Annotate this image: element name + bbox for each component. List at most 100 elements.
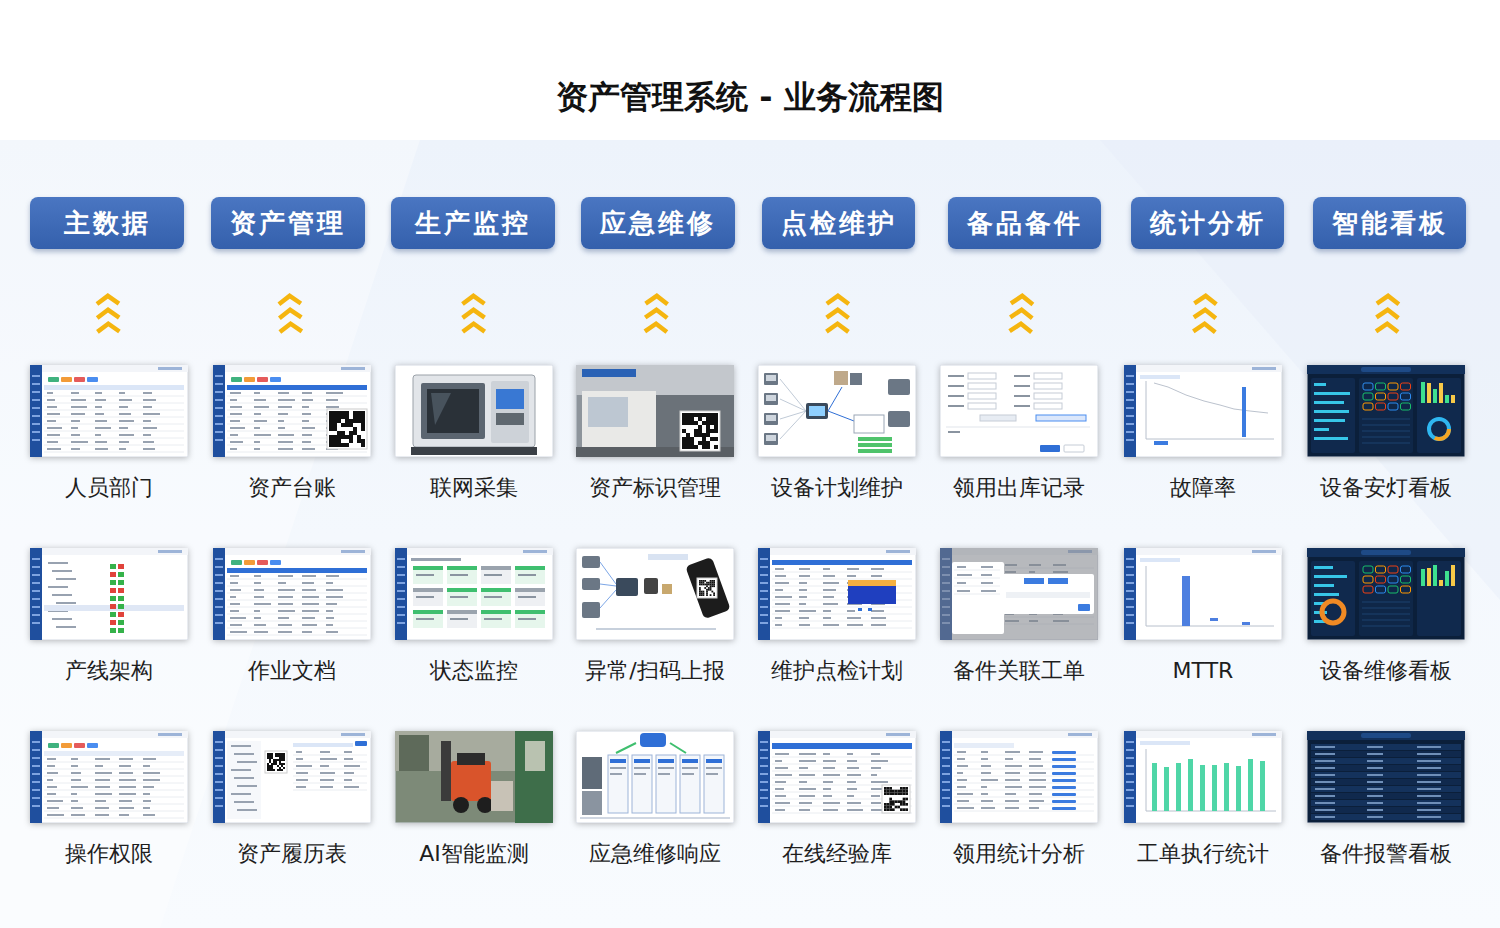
screenshot-detail (905, 808, 908, 811)
screenshot-card: 产线架构 (30, 548, 188, 688)
screenshot-detail (254, 413, 261, 415)
screenshot-detail (230, 434, 238, 436)
category-box: 点检维护 (762, 197, 915, 249)
screenshot-detail (450, 574, 468, 576)
screenshot-detail (858, 437, 892, 441)
screenshot-detail (713, 594, 715, 596)
screenshot-detail (699, 594, 701, 596)
screenshot-detail (44, 751, 184, 756)
screenshot-detail (87, 377, 98, 382)
screenshot-detail (968, 403, 996, 409)
screenshot-detail (302, 441, 311, 443)
screenshot-detail (56, 578, 76, 580)
screenshot-detail (447, 588, 477, 606)
screenshot-detail (1126, 415, 1134, 417)
screenshot-detail (1052, 772, 1076, 775)
screenshot-card: 设备安灯看板 (1307, 365, 1465, 505)
screenshot-detail (302, 448, 315, 450)
screenshot-detail (608, 755, 628, 813)
screenshot-detail (682, 759, 698, 763)
screenshot-detail (143, 406, 152, 408)
screenshot-detail (484, 618, 502, 620)
thumbnail-caption: 设备维修看板 (1287, 658, 1485, 684)
screenshot-detail (227, 593, 367, 594)
screenshot-detail (1401, 403, 1411, 410)
screenshot-detail (799, 774, 815, 776)
screenshot-detail (903, 803, 906, 806)
screenshot-detail (234, 753, 254, 755)
screenshot-detail (1210, 618, 1218, 621)
screenshot-detail (515, 610, 545, 628)
screenshot-detail (215, 789, 223, 791)
screenshot-detail (143, 420, 151, 422)
screenshot-detail (278, 448, 293, 450)
screenshot-detail (1315, 809, 1335, 811)
screenshot-detail (47, 392, 53, 394)
screenshot-detail (710, 594, 712, 596)
screenshot-detail (95, 772, 112, 774)
screenshot-detail (320, 786, 333, 788)
screenshot-detail (397, 598, 405, 600)
screenshot-frame (30, 548, 188, 640)
screenshot-detail (1314, 428, 1329, 431)
screenshot-detail (254, 399, 266, 401)
screenshot-detail (708, 589, 710, 591)
screenshot-detail (302, 624, 317, 626)
screenshot-detail (694, 413, 698, 417)
screenshot-detail (948, 395, 964, 397)
screenshot-detail (1002, 574, 1094, 614)
screenshot-detail (278, 617, 289, 619)
screenshot-detail (213, 548, 225, 640)
screenshot-detail (119, 434, 134, 436)
screenshot-detail (582, 757, 602, 789)
screenshot-detail (799, 610, 816, 612)
screenshot-detail (957, 779, 967, 781)
screenshot-detail (900, 790, 903, 793)
screenshot-detail (337, 411, 341, 415)
screenshot-detail (457, 753, 485, 765)
background-light (0, 140, 420, 928)
screenshot-detail (269, 767, 271, 769)
screenshot-detail (1029, 765, 1043, 767)
screenshot-detail (714, 421, 718, 425)
screenshot-detail (640, 733, 666, 747)
screenshot-detail (237, 809, 257, 811)
screenshot-detail (576, 365, 734, 395)
screenshot-detail (283, 753, 285, 755)
screenshot-detail (847, 617, 861, 619)
screenshot-detail (775, 774, 792, 776)
screenshot-detail (1126, 797, 1134, 799)
screenshot-detail (942, 805, 950, 807)
chevron-connector (655, 249, 658, 365)
screenshot-detail (981, 765, 991, 767)
screenshot-detail (1242, 622, 1250, 625)
screenshot-detail (337, 431, 341, 435)
screenshot-detail (447, 610, 477, 614)
screenshot-detail (847, 753, 853, 755)
screenshot-detail (760, 805, 768, 807)
screenshot-detail (281, 753, 283, 755)
screenshot-detail (143, 793, 150, 795)
screenshot-detail (889, 787, 892, 790)
screenshot-detail (118, 572, 124, 577)
screenshot-detail (230, 624, 242, 626)
screenshot-detail (215, 622, 223, 624)
chevron-connector (1386, 249, 1390, 365)
screenshot-detail (215, 590, 223, 592)
screenshot-detail (858, 443, 892, 447)
screenshot-detail (1314, 383, 1326, 386)
screenshot-detail (302, 399, 313, 401)
screenshot-detail (1126, 439, 1134, 441)
screenshot-thumbnail (395, 731, 553, 823)
screenshot-card: 备件报警看板 (1307, 731, 1465, 871)
screenshot-detail (1314, 566, 1333, 569)
screenshot-detail (143, 758, 156, 760)
screenshot-detail (616, 578, 638, 596)
screenshot-detail (1126, 749, 1134, 751)
screenshot-detail (293, 743, 353, 747)
thumbnail-caption: 应急维修响应 (556, 841, 754, 867)
screenshot-detail (277, 769, 279, 771)
screenshot-detail (47, 413, 60, 415)
screenshot-detail (341, 435, 345, 439)
screenshot-detail (1242, 387, 1246, 437)
